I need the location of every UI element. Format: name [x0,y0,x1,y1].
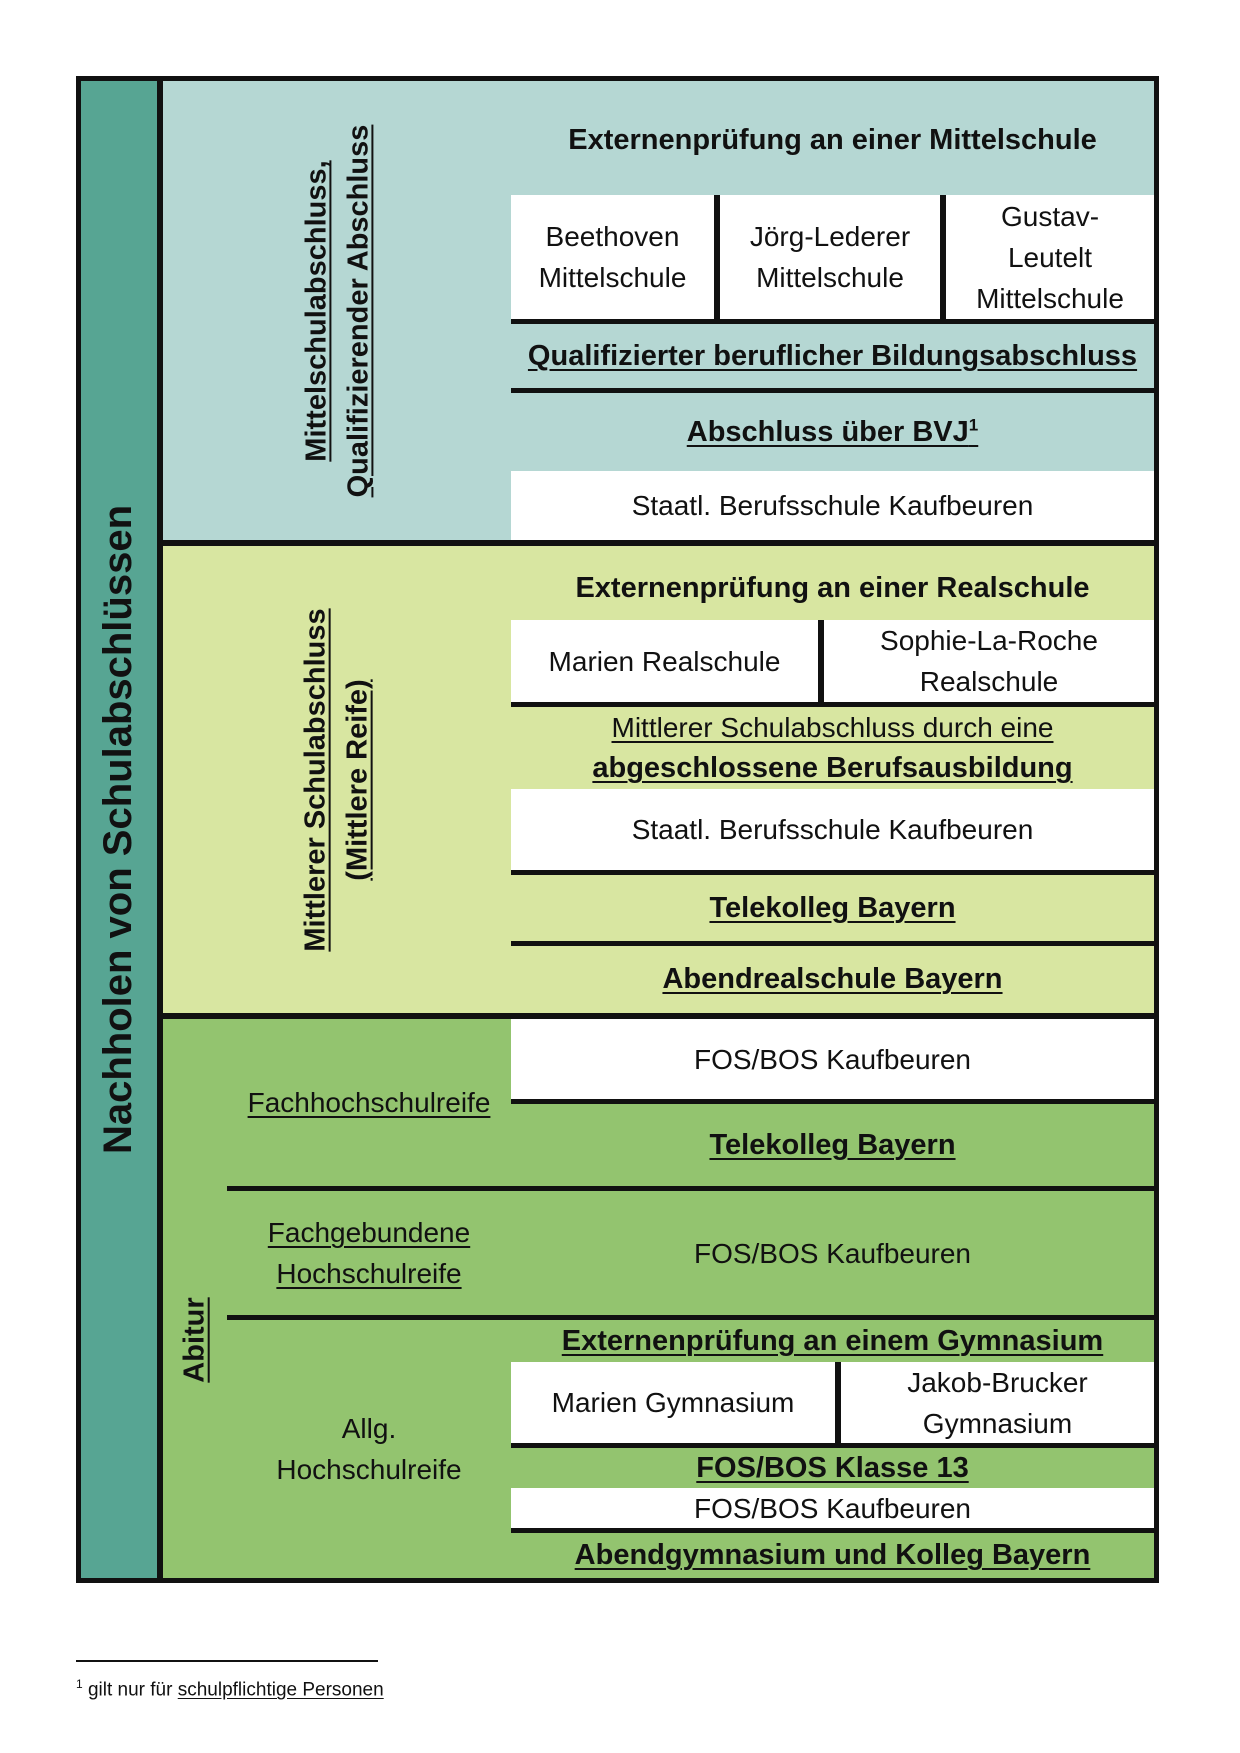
fgh-fosbos: FOS/BOS Kaufbeuren [693,1237,972,1269]
mittlerer-berufsschule: Staatl. Berufsschule Kaufbeuren [511,789,1154,870]
divider [511,870,1154,875]
mittelschul-externen-title: Externenprüfung an einer Mittelschule [568,123,1097,156]
school-jakob-brucker: Jakob-Brucker Gymnasium [841,1362,1154,1443]
mittlerer-title: Mittlerer Schulabschluss (Mittlere Reife… [163,546,511,1013]
section-abitur [163,1019,1154,1578]
divider [511,388,1154,393]
qualifiziert-link[interactable]: Qualifizierter beruflicher Bildungsabsch… [527,339,1138,372]
mittelschul-title-line2: Qualifizierender Abschluss [342,124,374,497]
school-gustav-leutelt: Gustav- Leutelt Mittelschule [946,195,1154,319]
footnote: 1 gilt nur für schulpflichtige Personen [76,1670,776,1700]
side-title: Nachholen von Schulabschlüssen [96,504,141,1155]
divider [940,195,946,319]
mittelschul-title: Mittelschulabschluss, Qualifizierender A… [163,81,511,540]
divider [227,1315,1154,1320]
school-sophie-la-roche: Sophie-La-Roche Realschule [824,620,1154,702]
berufsausbildung-link[interactable]: Mittlerer Schulabschluss durch eine abge… [592,712,1073,784]
allg-fosbos: FOS/BOS Kaufbeuren [511,1488,1154,1528]
mittlerer-title-line1: Mittlerer Schulabschluss [300,607,332,952]
abendrealschule-link[interactable]: Abendrealschule Bayern [662,963,1003,995]
section-divider [163,1013,1154,1019]
school-joerg-lederer: Jörg-Lederer Mittelschule [720,195,940,319]
school-marien-realschule: Marien Realschule [511,620,818,702]
abitur-title: Abitur [179,1297,211,1383]
divider [511,941,1154,946]
mittelschul-title-line1: Mittelschulabschluss, [300,159,332,462]
allg-hochschulreife-label: Allg. Hochschulreife [276,1413,462,1485]
divider [227,1186,1154,1191]
divider [511,319,1154,324]
divider [714,195,720,319]
telekolleg-link[interactable]: Telekolleg Bayern [709,891,956,924]
footnote-link[interactable]: schulpflichtige Personen [177,1679,384,1701]
school-marien-gymnasium: Marien Gymnasium [511,1362,835,1443]
divider [835,1362,841,1443]
footnote-mark: 1 [968,414,979,434]
divider [511,1528,1154,1533]
side-divider [157,81,163,1578]
mittlerer-title-line2: (Mittlere Reife) [342,678,374,881]
divider [818,620,824,702]
divider [511,1099,1154,1104]
fhr-telekolleg-link[interactable]: Telekolleg Bayern [709,1128,956,1161]
gymnasium-externen-link[interactable]: Externenprüfung an einem Gymnasium [561,1324,1104,1357]
divider [511,702,1154,707]
mittelschul-berufsschule: Staatl. Berufsschule Kaufbeuren [511,471,1154,540]
footnote-text: gilt nur für [87,1679,173,1701]
divider [511,1443,1154,1448]
bvj-link[interactable]: Abschluss über BVJ1 [686,414,979,448]
fhr-fosbos: FOS/BOS Kaufbeuren [511,1019,1154,1099]
fachgebunden-link[interactable]: Fachgebundene Hochschulreife [267,1217,471,1289]
mittlerer-externen-title: Externenprüfung an einer Realschule [575,571,1090,604]
fachhochschulreife-link[interactable]: Fachhochschulreife [247,1087,491,1118]
footnote-number: 1 [76,1677,83,1691]
abendgymnasium-link[interactable]: Abendgymnasium und Kolleg Bayern [574,1539,1091,1571]
footnote-rule [76,1660,378,1662]
klasse13-link[interactable]: FOS/BOS Klasse 13 [696,1451,969,1484]
section-divider [163,540,1154,546]
side-title-column: Nachholen von Schulabschlüssen [81,81,157,1578]
school-beethoven: Beethoven Mittelschule [511,195,714,319]
